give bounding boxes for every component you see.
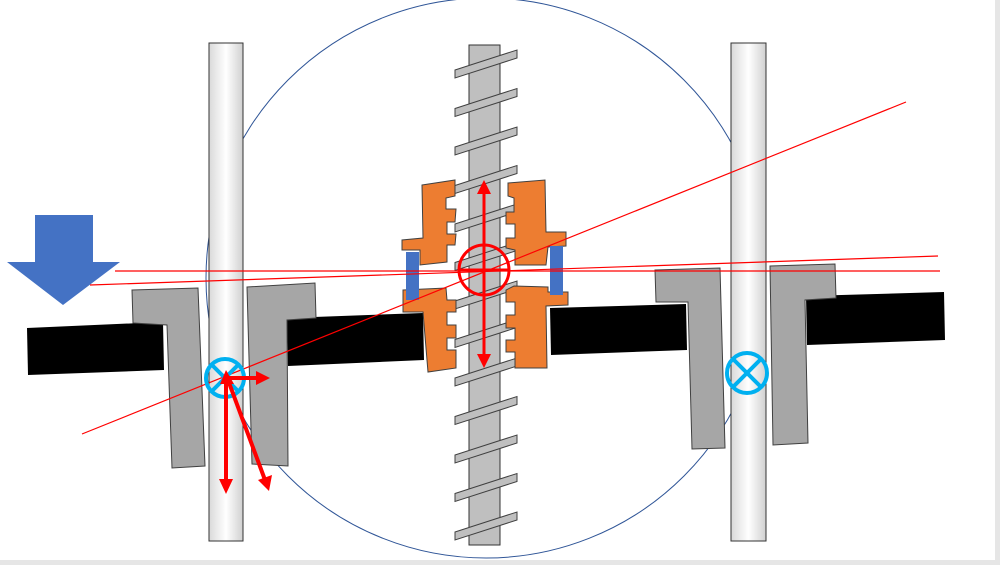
right-guide-pole: [730, 42, 767, 542]
brackets: [131, 263, 837, 469]
steep-tilt-line: [81, 101, 907, 435]
nut-top-right: [505, 179, 567, 266]
screw-thread: [454, 395, 518, 426]
bar-far-right: [806, 292, 945, 345]
nut-bottom-right: [505, 285, 569, 369]
screw-thread: [454, 87, 518, 118]
right-border: [995, 0, 1000, 565]
bracket-left-inner: [246, 282, 317, 467]
bar-far-left: [27, 322, 164, 375]
bracket-left-outer: [131, 287, 206, 469]
nut-assembly: [401, 179, 569, 373]
screw-thread: [454, 49, 518, 79]
screw-thread: [454, 511, 518, 541]
left-guide-pole: [208, 42, 244, 542]
bar-center-right: [550, 304, 687, 355]
bottom-border: [0, 560, 1000, 565]
bar-center-left: [287, 313, 424, 366]
nut-top-left: [401, 179, 457, 266]
screw-thread: [454, 126, 518, 156]
black-bars: [27, 292, 945, 375]
reference-lines: [81, 101, 940, 435]
center-target-icon: [457, 180, 511, 368]
bracket-right-outer: [654, 267, 726, 450]
spacer-left: [406, 252, 419, 300]
screw-thread: [454, 472, 518, 503]
slight-tilt-line: [89, 255, 939, 286]
vector-diagonal: [226, 379, 267, 481]
pivot-marker-icon: [725, 351, 769, 395]
down-arrow-icon: [7, 215, 120, 305]
bracket-right-inner: [769, 263, 837, 446]
screw-thread: [454, 434, 518, 464]
force-vectors: [219, 370, 272, 494]
nut-bottom-left: [402, 287, 457, 373]
